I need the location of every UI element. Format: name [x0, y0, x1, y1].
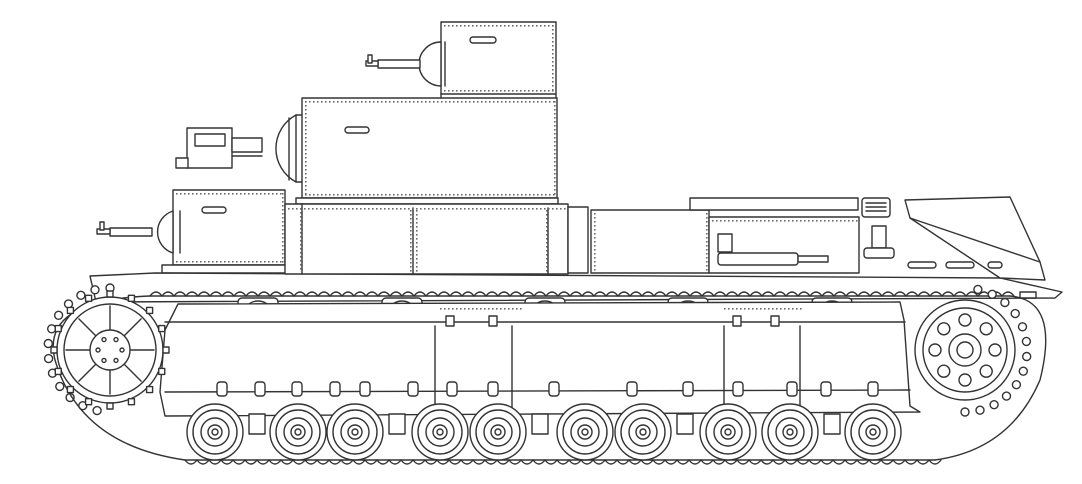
front-turret-mantlet: [156, 210, 174, 254]
turret-ring: [295, 197, 559, 205]
road-wheel: [326, 403, 406, 461]
side-skirt-armor: [159, 301, 921, 417]
fighting-compartment: [284, 203, 569, 275]
front-mg-turret: [96, 189, 303, 274]
road-wheel: [556, 403, 614, 461]
road-wheel: [186, 403, 266, 461]
suspension-skirt: [159, 301, 921, 417]
road-wheel: [269, 403, 327, 461]
main-turret-mantlet: [275, 114, 297, 183]
upper-mg-turret: [365, 21, 557, 99]
idler-wheel: [914, 299, 1016, 401]
upper-turret-body: [440, 21, 557, 95]
road-wheel: [411, 403, 469, 461]
stowed-tool: [717, 252, 799, 266]
road-wheel: [699, 403, 757, 461]
front-turret-vision-slit: [201, 206, 227, 214]
front-turret-base: [161, 264, 303, 274]
main-gun-muzzle: [175, 157, 189, 169]
main-gun-breech: [231, 137, 263, 153]
main-turret-vision-slit: [344, 126, 370, 134]
road-wheels: [186, 403, 902, 461]
front-machine-gun: [109, 227, 153, 237]
engine-deck: [590, 209, 710, 274]
upper-turret-vision-slit: [469, 36, 497, 44]
front-turret-body: [172, 189, 286, 266]
main-turret: [175, 97, 559, 205]
road-wheel: [761, 403, 841, 461]
main-turret-body: [301, 97, 558, 199]
upper-machine-gun: [377, 59, 421, 69]
drive-sprocket: [50, 290, 170, 410]
engine-vent-cover: [689, 197, 859, 211]
hull-superstructure: [89, 196, 1063, 303]
road-wheel: [844, 403, 902, 461]
track-guard: [89, 272, 1063, 303]
rivet-rows: [176, 25, 858, 310]
upper-turret-mantlet: [418, 41, 442, 87]
road-wheel: [614, 403, 694, 461]
road-wheel: [469, 403, 549, 461]
